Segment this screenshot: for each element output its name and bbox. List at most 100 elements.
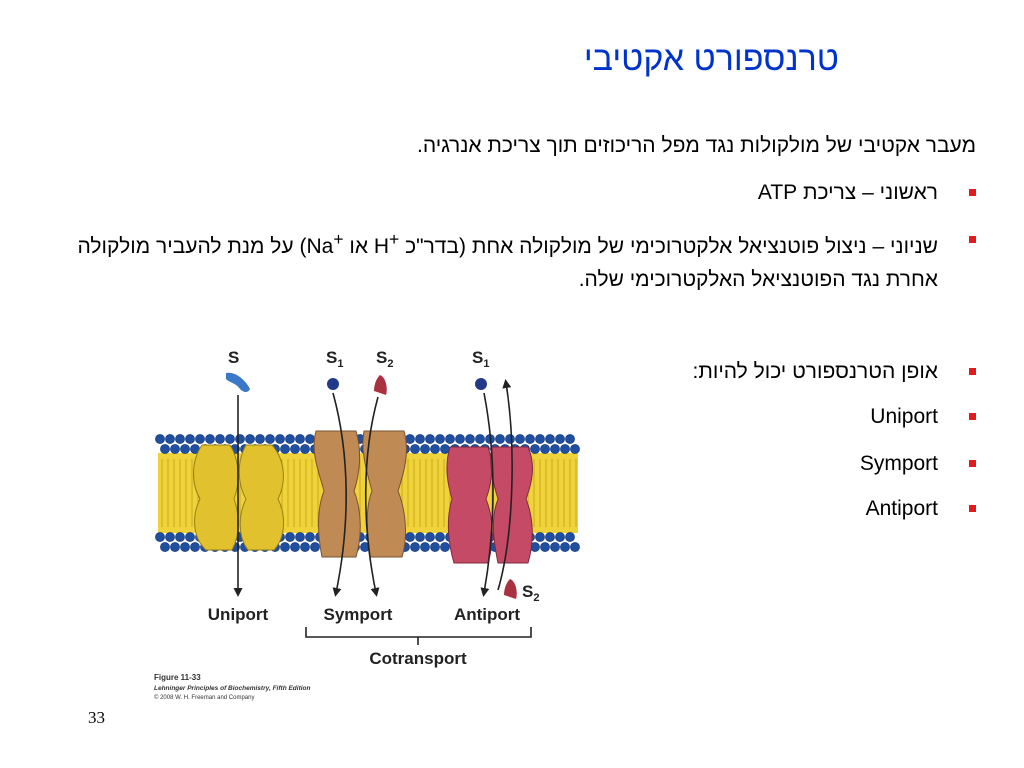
bullet-primary: ראשוני – צריכת ATP xyxy=(76,176,976,209)
lipid-head xyxy=(405,532,415,542)
lipid-head xyxy=(295,434,305,444)
bullet-secondary-or: או xyxy=(343,235,374,258)
lipid-head xyxy=(420,444,430,454)
lipid-head xyxy=(545,434,555,444)
lipid-head xyxy=(175,434,185,444)
lipid-head xyxy=(280,542,290,552)
antiport-solute-s2 xyxy=(504,579,517,599)
symporter-protein xyxy=(313,430,407,558)
lipid-head xyxy=(265,434,275,444)
lipid-head xyxy=(425,532,435,542)
bullet-secondary-text-b: ) על מנת להעביר מולקולה אחרת נגד הפוטנצי… xyxy=(77,235,938,291)
lipid-head xyxy=(435,434,445,444)
bullet-secondary-text-a: שניוני – ניצול פוטנציאל אלקטרוכימי של מו… xyxy=(399,235,938,258)
ion-h-charge: + xyxy=(389,229,400,249)
lipid-head xyxy=(290,444,300,454)
figure-caption-number: Figure 11-33 xyxy=(154,673,201,682)
lipid-head xyxy=(155,532,165,542)
lipid-head xyxy=(565,532,575,542)
figure-caption-copyright: © 2008 W. H. Freeman and Company xyxy=(154,694,254,701)
page-number: 33 xyxy=(88,708,105,727)
lipid-head xyxy=(225,434,235,444)
lipid-head xyxy=(305,434,315,444)
uniporter-protein xyxy=(193,444,284,551)
lipid-head xyxy=(235,434,245,444)
solute-labels: S S1 S2 S1 S2 xyxy=(228,348,539,604)
label-s2-antiport: S2 xyxy=(522,582,539,604)
symport-arrow-s2 xyxy=(364,396,380,597)
lipid-head xyxy=(295,532,305,542)
lipid-head xyxy=(515,434,525,444)
lipid-head xyxy=(535,532,545,542)
lipid-head xyxy=(440,542,450,552)
lipid-head xyxy=(285,532,295,542)
bullet-primary-text: ראשוני – צריכת ATP xyxy=(757,181,938,204)
lipid-head xyxy=(185,434,195,444)
bullet-marker xyxy=(969,413,976,420)
lipid-head xyxy=(535,434,545,444)
lipid-head xyxy=(570,444,580,454)
label-s-uniport: S xyxy=(228,348,239,367)
bullet-uniport: Uniport xyxy=(556,400,976,433)
lipid-head xyxy=(180,542,190,552)
symport-solute-s1 xyxy=(327,378,339,390)
lipid-head xyxy=(165,434,175,444)
lipid-head xyxy=(530,444,540,454)
lipid-head xyxy=(410,444,420,454)
bullet-marker xyxy=(969,236,976,243)
lipid-head xyxy=(570,542,580,552)
lipid-head xyxy=(310,542,320,552)
transport-figure: S S1 S2 S1 S2 Uniport Symport Antiport C… xyxy=(150,335,590,715)
lipid-head xyxy=(415,434,425,444)
ion-na: Na xyxy=(306,235,334,258)
lipid-head xyxy=(505,434,515,444)
lipid-head xyxy=(280,444,290,454)
symporter-right-subunit xyxy=(362,430,407,558)
lipid-head xyxy=(205,434,215,444)
lipid-head xyxy=(255,434,265,444)
label-s1-antiport: S1 xyxy=(472,348,489,370)
lipid-head xyxy=(475,434,485,444)
bullet-marker xyxy=(969,189,976,196)
lipid-head xyxy=(300,444,310,454)
lipid-head xyxy=(180,444,190,454)
symport-solute-s2 xyxy=(374,375,387,395)
lipid-head xyxy=(560,444,570,454)
ion-na-charge: + xyxy=(333,229,344,249)
uniporter-right-subunit xyxy=(238,444,284,551)
bullet-antiport: Antiport xyxy=(556,492,976,525)
bullet-antiport-text: Antiport xyxy=(865,497,938,520)
lipid-head xyxy=(215,434,225,444)
symport-label: Symport xyxy=(324,605,393,624)
lipid-head xyxy=(170,444,180,454)
lipid-head xyxy=(170,542,180,552)
bullet-secondary: שניוני – ניצול פוטנציאל אלקטרוכימי של מו… xyxy=(76,223,976,296)
bullet-marker xyxy=(969,505,976,512)
solute-molecules xyxy=(226,372,517,599)
bullet-modes: אופן הטרנספורט יכול להיות: xyxy=(556,355,976,388)
intro-text: מעבר אקטיבי של מולקולות נגד מפל הריכוזים… xyxy=(417,134,976,157)
lipid-head xyxy=(285,434,295,444)
uniporter-left-subunit xyxy=(193,444,239,551)
lipid-head xyxy=(465,434,475,444)
antiport-arrow-s2 xyxy=(497,379,513,591)
lipid-head xyxy=(165,532,175,542)
lipid-head xyxy=(565,434,575,444)
lipid-head xyxy=(545,532,555,542)
lipid-head xyxy=(430,542,440,552)
antiport-arrow-s1 xyxy=(480,392,494,597)
lipid-head xyxy=(550,444,560,454)
transport-arrows xyxy=(233,379,513,597)
lipid-head xyxy=(245,434,255,444)
lipid-head xyxy=(455,434,465,444)
lipid-head xyxy=(555,532,565,542)
lipid-head xyxy=(430,444,440,454)
uniport-solute-s xyxy=(226,372,250,392)
bullet-symport: Symport xyxy=(556,447,976,480)
bullet-marker xyxy=(969,368,976,375)
cotransport-label: Cotransport xyxy=(369,649,467,668)
symport-arrow-s1 xyxy=(332,392,347,597)
lipid-head xyxy=(495,434,505,444)
uniport-label: Uniport xyxy=(208,605,269,624)
lipid-head xyxy=(415,532,425,542)
